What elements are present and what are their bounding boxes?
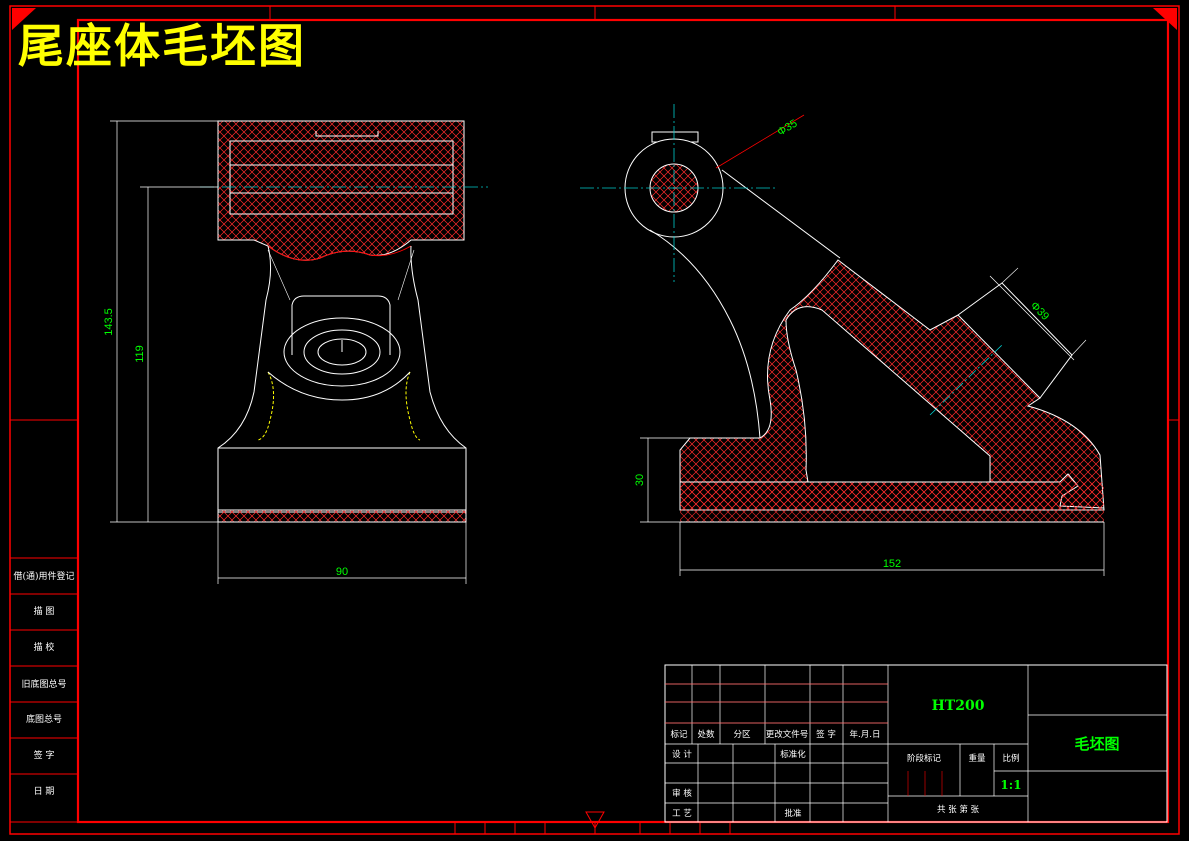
title-block: 标记 处数 分区 更改文件号 签 字 年.月.日 设 计 标准化 审 核 工 艺… [664,664,1168,823]
role-design: 设 计 [672,749,692,760]
side-row-label: 描 图 [34,605,55,617]
header-zone: 分区 [733,730,751,740]
side-row-label: 描 校 [34,641,55,653]
side-row-label: 底图总号 [26,713,62,725]
dim-bore-diameter: Φ35 [775,117,799,138]
weight-label: 重量 [968,753,986,764]
side-row-label: 日 期 [34,786,55,797]
side-row-label: 旧底图总号 [21,678,66,690]
drawing-frame [9,5,1180,835]
header-mark: 标记 [670,729,688,740]
front-view: 143.5 119 90 [103,120,488,584]
corner-mark-tr [1153,8,1177,30]
dim-side-base-height: 30 [634,474,646,486]
dim-side-length: 152 [883,558,901,570]
header-date: 年.月.日 [850,729,881,740]
header-count: 处数 [697,729,715,740]
dim-boss-diameter: Φ39 [1028,300,1051,323]
corner-mark-tl [12,8,36,30]
header-signature: 签 字 [816,729,836,740]
side-row-label: 签 字 [34,749,55,761]
role-approve: 批准 [784,808,802,819]
dim-front-height-center: 119 [134,345,146,363]
role-review: 审 核 [672,788,692,799]
role-process: 工 艺 [672,809,692,819]
drawing-title: 尾座体毛坯图 [18,19,306,73]
material-value: HT200 [932,698,985,714]
sheet-label: 共 张 第 张 [937,804,980,815]
dim-front-height-total: 143.5 [103,308,115,336]
stage-label: 阶段标记 [907,753,942,764]
header-change-doc: 更改文件号 [766,729,809,740]
side-row-label: 借(通)用件登记 [13,570,74,582]
scale-value: 1:1 [1000,778,1021,792]
role-standard: 标准化 [780,749,806,760]
side-view: Φ39 Φ35 Φ39 30 152 [580,104,1105,576]
side-table: 借(通)用件登记 描 图 描 校 旧底图总号 底图总号 签 字 日 期 [9,557,79,823]
drawing-name: 毛坯图 [1074,735,1119,753]
scale-label: 比例 [1002,753,1019,764]
dim-front-width: 90 [336,566,348,578]
